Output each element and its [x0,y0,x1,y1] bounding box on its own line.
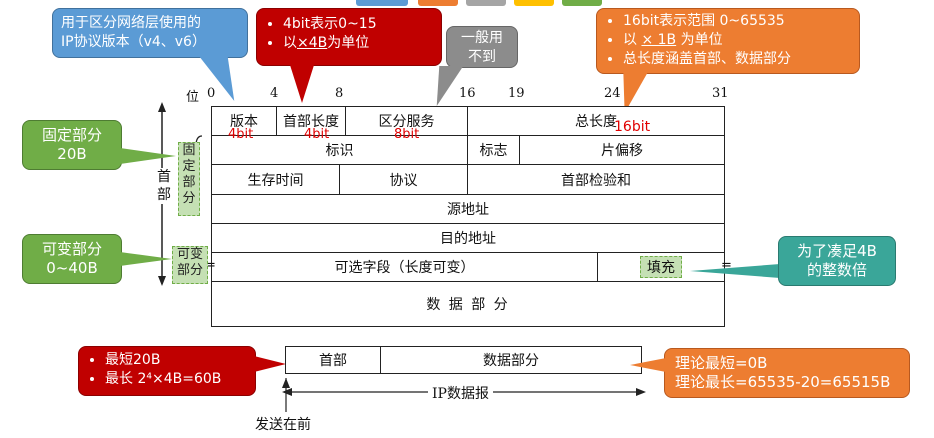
field-destination-address: 目的地址 [211,223,725,253]
bit-tag-total-length: 16bit [614,119,651,135]
header-length-tail [290,65,314,103]
variable-part-label: 可变 部分 [172,246,208,284]
field-fragment-offset: 片偏移 [519,135,725,165]
ruler-tick-31: 31 [712,86,729,101]
bit-tag-tos: 8bit [394,127,420,142]
ip-version-line1: 用于区分网络层使用的 [61,15,201,31]
field-ttl: 生存时间 [211,164,340,195]
header-length-item2: 以×4B为单位 [283,34,433,53]
header-length-item1: 4bit表示0~15 [283,15,433,34]
ip-version-line2: IP协议版本（v4、v6） [61,34,206,50]
options-left-mark: = [205,258,216,273]
variable-part-callout: 可变部分 0~40B [22,234,122,284]
header-length-callout: 4bit表示0~15 以×4B为单位 [256,8,442,66]
top-strip-orange [418,0,458,6]
payload-tail [630,358,666,372]
total-length-item3: 总长度涵盖首部、数据部分 [623,50,851,69]
send-first-label: 发送在前 [255,417,311,433]
header-size-callout: 最短20B 最长 2⁴×4B=60B [78,346,256,396]
field-checksum: 首部检验和 [467,164,725,195]
field-options: 可选字段（长度可变） [211,252,598,282]
datagram-header: 首部 [285,346,381,374]
padding-tail [690,264,780,278]
top-strip-yellow [514,0,554,6]
field-flags: 标志 [467,135,520,165]
variable-part-tail [120,252,172,266]
field-protocol: 协议 [339,164,468,195]
header-size-min: 最短20B [105,351,247,370]
ruler-tick-16: 16 [459,86,476,101]
total-length-item1: 16bit表示范围 0~65535 [623,12,851,31]
ruler-label: 位 [186,90,200,105]
ruler-tick-4: 4 [270,86,279,101]
ruler-tick-0: 0 [207,86,216,101]
top-strip-gray [466,0,506,6]
unused-line1: 一般用 [461,30,503,46]
header-size-tail [254,356,286,372]
ruler-tick-24: 24 [604,86,621,101]
field-source-address: 源地址 [211,194,725,224]
payload-callout: 理论最短=0B 理论最长=65535-20=65515B [664,348,910,398]
ruler-tick-19: 19 [508,86,525,101]
total-length-callout: 16bit表示范围 0~65535 以 × 1B 为单位 总长度涵盖首部、数据部… [596,8,860,74]
top-strip-green [562,0,602,6]
header-side-label: 首 部 [157,168,171,204]
unused-tail [424,66,464,106]
ruler-tick-8: 8 [335,86,344,101]
top-strip-blue [356,0,408,6]
field-identification: 标识 [211,135,468,165]
header-size-max: 最长 2⁴×4B=60B [105,370,247,389]
field-data: 数 据 部 分 [211,281,725,327]
field-total-length: 总长度 [467,106,725,136]
padding-label: 填充 [640,256,682,278]
padding-callout: 为了凑足4B 的整数倍 [778,236,896,286]
bit-tag-header-length: 4bit [304,127,330,142]
datagram-label: IP数据报 [428,383,493,403]
total-length-item2: 以 × 1B 为单位 [623,31,851,50]
fixed-part-label: 固 定 部 分 [178,142,200,216]
ip-version-callout: 用于区分网络层使用的 IP协议版本（v4、v6） [52,8,248,58]
unused-line2: 不到 [468,49,496,65]
bit-tag-version: 4bit [228,127,254,142]
fixed-part-tail [120,148,176,164]
fixed-part-callout: 固定部分 20B [22,120,122,170]
unused-callout: 一般用 不到 [446,26,518,68]
datagram-data: 数据部分 [380,346,642,374]
